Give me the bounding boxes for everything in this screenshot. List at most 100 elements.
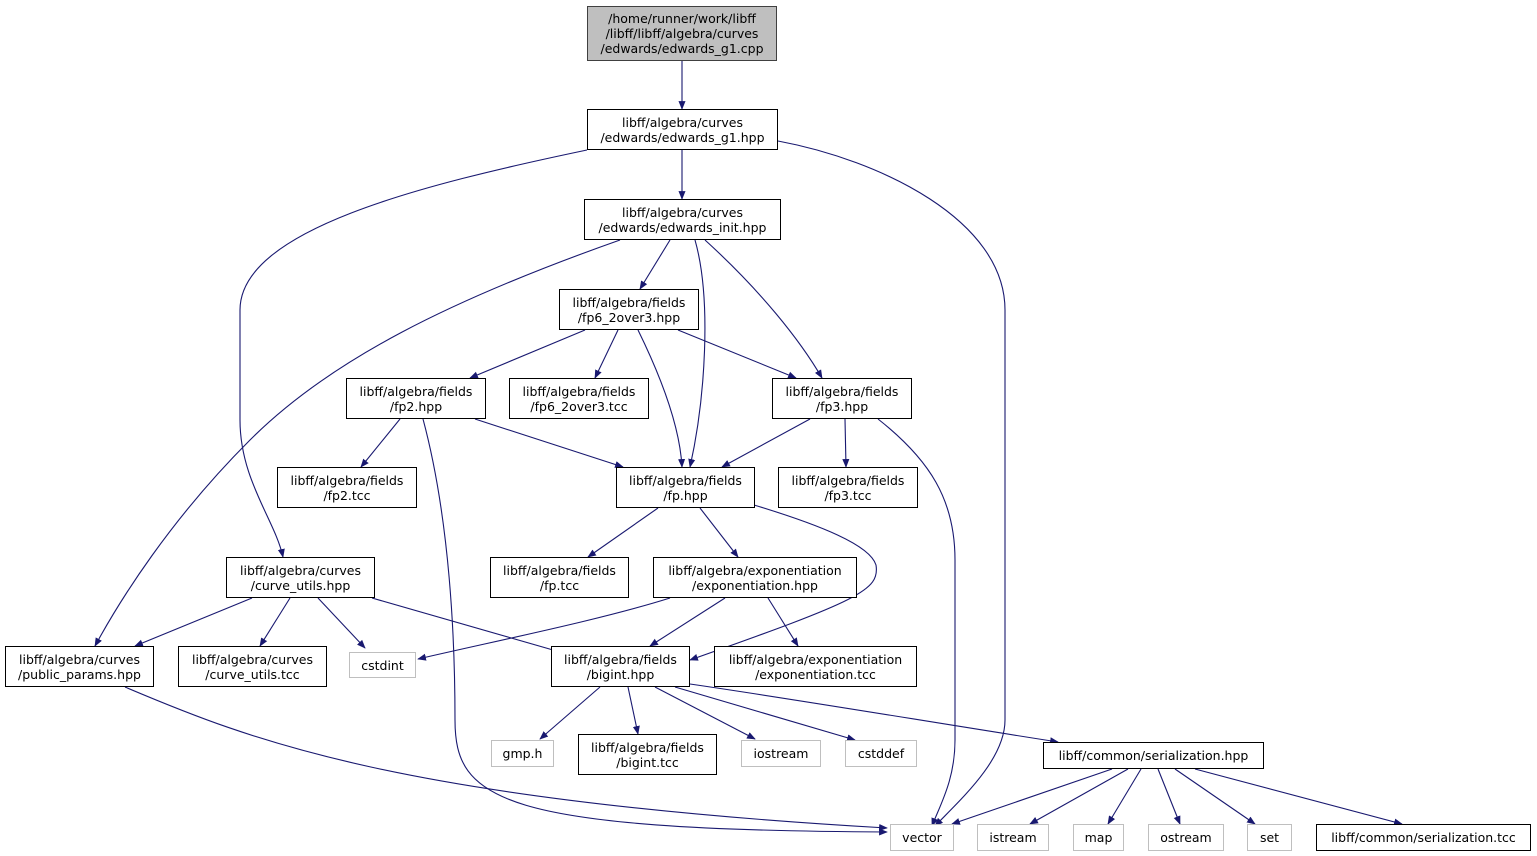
node-label-line: libff/algebra/fields (791, 472, 905, 488)
node-vector: vector (890, 824, 954, 851)
edge-bigint-hpp-to-gmp-h (539, 686, 601, 740)
edge-curve-utils-hpp-to-curve-utils-tcc (259, 597, 291, 647)
node-label-line: /fp3.tcc (824, 487, 872, 503)
node-label-line: libff/algebra/fields (522, 383, 636, 399)
edge-public-params-hpp-to-vector (124, 686, 888, 832)
node-ostream: ostream (1148, 824, 1224, 851)
edge-fp2-hpp-to-vector (422, 418, 888, 836)
node-label-line: /fp6_2over3.tcc (530, 398, 628, 414)
node-label-line: /bigint.hpp (586, 666, 655, 682)
node-label-line: libff/algebra/curves (19, 651, 140, 667)
node-label-line: gmp.h (502, 746, 543, 761)
node-fp6-2over3-tcc[interactable]: libff/algebra/fields /fp6_2over3.tcc (509, 378, 649, 419)
node-fp2-tcc[interactable]: libff/algebra/fields /fp2.tcc (277, 467, 417, 508)
node-fp6-2over3-hpp[interactable]: libff/algebra/fields /fp6_2over3.hpp (559, 289, 699, 330)
edge-bigint-hpp-to-cstddef (674, 686, 856, 742)
node-cstddef: cstddef (845, 740, 917, 767)
node-label-line: libff/algebra/curves (240, 562, 361, 578)
node-curve-utils-tcc[interactable]: libff/algebra/curves /curve_utils.tcc (178, 646, 327, 687)
node-fp3-hpp[interactable]: libff/algebra/fields /fp3.hpp (772, 378, 912, 419)
node-fp3-tcc[interactable]: libff/algebra/fields /fp3.tcc (778, 467, 918, 508)
node-label-line: /fp6_2over3.hpp (577, 309, 681, 325)
node-label-line: istream (989, 830, 1037, 845)
node-label-line: /fp2.hpp (389, 398, 443, 414)
edge-exponentiation-hpp-to-exponentiation-tcc (767, 597, 799, 647)
node-label-line: cstdint (361, 657, 404, 673)
edge-exponentiation-hpp-to-bigint-hpp (649, 597, 726, 647)
node-label-line: /public_params.hpp (18, 666, 141, 682)
node-label-line: libff/algebra/fields (591, 739, 704, 755)
node-serialization-hpp[interactable]: libff/common/serialization.hpp (1043, 742, 1264, 769)
edge-curve-utils-hpp-to-bigint-hpp (371, 597, 561, 654)
node-fp-hpp[interactable]: libff/algebra/fields /fp.hpp (616, 467, 755, 508)
node-label-line: libff/algebra/fields (564, 651, 677, 667)
node-set: set (1247, 824, 1292, 851)
edge-edwards-g1-hpp-to-vector (777, 140, 1006, 827)
edge-edwards-init-hpp-to-fp6-2over3-hpp (639, 239, 671, 290)
node-edwards-g1-hpp[interactable]: libff/algebra/curves /edwards/edwards_g1… (587, 109, 778, 150)
edge-exponentiation-hpp-to-cstdint (417, 597, 671, 661)
edge-fp-hpp-to-exponentiation-hpp (699, 507, 739, 558)
node-fp2-hpp[interactable]: libff/algebra/fields /fp2.hpp (346, 378, 486, 419)
edge-fp3-hpp-to-fp3-tcc (842, 418, 850, 468)
node-label-line: /curve_utils.hpp (250, 577, 351, 593)
node-label-line: /curve_utils.tcc (205, 666, 300, 682)
node-label-line: libff/algebra/fields (359, 383, 473, 399)
node-label-line: libff/algebra/fields (290, 472, 404, 488)
edge-fp6-2over3-hpp-to-fp2-hpp (469, 329, 586, 379)
node-label-line: vector (902, 830, 942, 845)
edge-fp-hpp-to-fp-tcc (587, 507, 659, 558)
edge-fp2-hpp-to-fp-hpp (474, 418, 624, 468)
node-label-line: /home/runner/work/libff (608, 11, 756, 26)
node-label-line: libff/algebra/exponentiation (668, 562, 842, 578)
edge-fp6-2over3-hpp-to-fp6-2over3-tcc (594, 329, 619, 379)
edge-serialization-hpp-to-set (1174, 768, 1256, 825)
node-label-line: libff/algebra/curves (622, 204, 743, 220)
edge-curve-utils-hpp-to-cstdint (317, 597, 366, 649)
node-label-line: libff/algebra/fields (785, 383, 899, 399)
node-exponentiation-tcc[interactable]: libff/algebra/exponentiation /exponentia… (714, 646, 917, 687)
node-label-line: /fp2.tcc (323, 487, 371, 503)
edge-fp3-hpp-to-vector (877, 418, 956, 827)
edge-curve-utils-hpp-to-public-params-hpp (134, 597, 253, 647)
node-label-line: libff/algebra/exponentiation (728, 651, 903, 667)
node-label-line: /edwards/edwards_g1.hpp (600, 129, 765, 145)
node-curve-utils-hpp[interactable]: libff/algebra/curves /curve_utils.hpp (226, 557, 375, 598)
node-serialization-tcc[interactable]: libff/common/serialization.tcc (1316, 824, 1531, 851)
node-cstdint: cstdint (349, 652, 416, 678)
node-label-line: set (1259, 830, 1280, 845)
edge-serialization-hpp-to-map (1107, 768, 1142, 825)
node-istream: istream (977, 824, 1049, 851)
node-bigint-hpp[interactable]: libff/algebra/fields /bigint.hpp (551, 646, 690, 687)
node-label-line: iostream (753, 746, 809, 761)
node-label-line: libff/common/serialization.hpp (1058, 748, 1249, 763)
node-fp-tcc[interactable]: libff/algebra/fields /fp.tcc (490, 557, 629, 598)
edge-fp2-hpp-to-fp2-tcc (360, 418, 401, 468)
node-label-line: libff/algebra/curves (622, 114, 743, 130)
edge-fp-hpp-to-bigint-hpp (689, 504, 877, 661)
edge-edwards-init-hpp-to-fp3-hpp (704, 239, 823, 379)
node-public-params-hpp[interactable]: libff/algebra/curves /public_params.hpp (5, 646, 154, 687)
edge-bigint-hpp-to-iostream (654, 686, 756, 740)
node-label-line: cstddef (857, 746, 905, 761)
node-iostream: iostream (741, 740, 821, 767)
node-map: map (1073, 824, 1124, 851)
node-bigint-tcc[interactable]: libff/algebra/fields /bigint.tcc (578, 734, 717, 775)
node-edwards-init-hpp[interactable]: libff/algebra/curves /edwards/edwards_in… (584, 199, 781, 240)
node-label-line: libff/algebra/fields (572, 294, 686, 310)
edge-serialization-hpp-to-istream (1029, 768, 1129, 825)
node-label-line: map (1084, 830, 1113, 845)
node-exponentiation-hpp[interactable]: libff/algebra/exponentiation /exponentia… (653, 557, 857, 598)
edge-bigint-hpp-to-bigint-tcc (627, 686, 640, 735)
edge-fp6-2over3-hpp-to-fp3-hpp (677, 329, 797, 379)
edge-edwards-init-hpp-to-public-params-hpp (94, 239, 621, 647)
edge-serialization-hpp-to-vector (951, 768, 1113, 825)
edge-serialization-hpp-to-serialization-tcc (1194, 768, 1403, 826)
edge-edwards-init-hpp-to-fp-hpp (688, 239, 706, 468)
node-label-line: /edwards/edwards_init.hpp (598, 219, 767, 235)
node-label-line: libff/algebra/fields (503, 562, 616, 578)
edge-fp3-hpp-to-fp-hpp (721, 418, 811, 468)
edge-bigint-hpp-to-serialization-hpp (689, 683, 1059, 745)
edge-serialization-hpp-to-ostream (1157, 768, 1181, 825)
node-gmp-h: gmp.h (491, 740, 554, 767)
